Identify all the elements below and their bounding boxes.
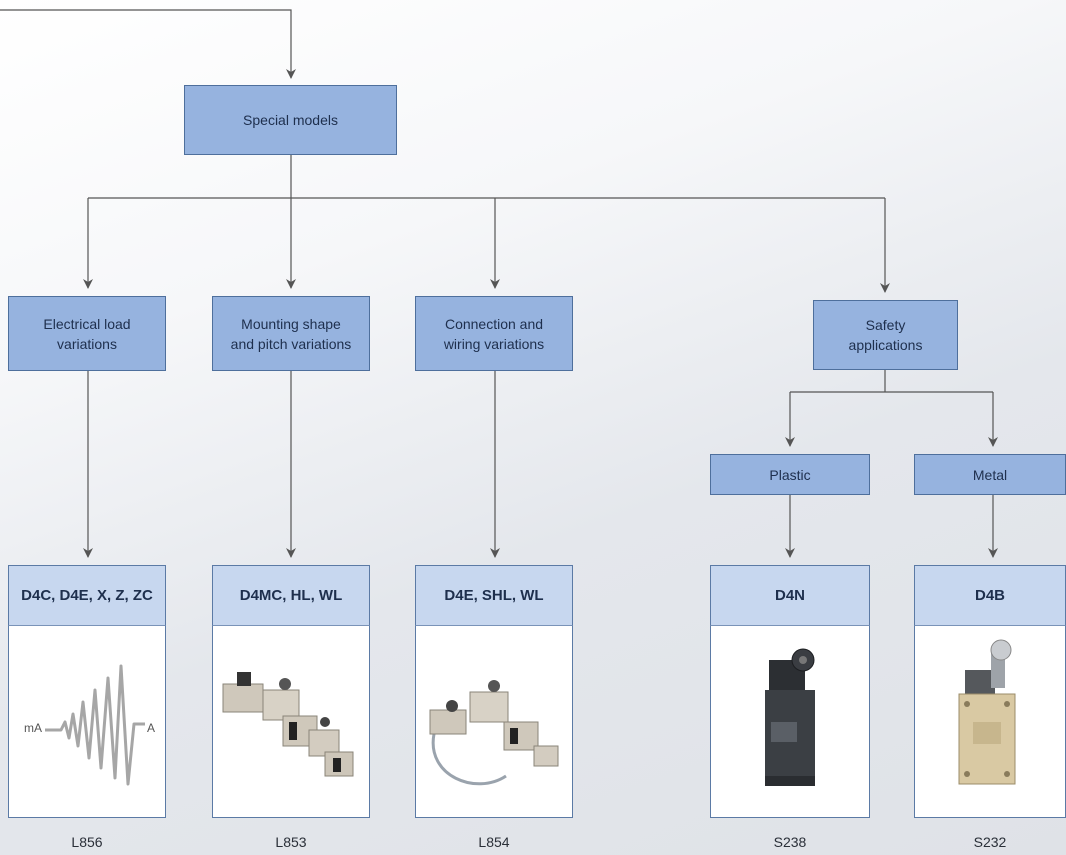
model-image-1: mA A [8, 626, 166, 818]
model-image-4 [710, 626, 870, 818]
plastic-safety-switch-photo [765, 648, 815, 786]
waveform-label-right: A [147, 721, 156, 735]
category-electrical-load: Electrical load variations [8, 296, 166, 371]
waveform-label-left: mA [24, 721, 42, 735]
limit-switch-group-photo [222, 672, 354, 777]
model-header-1: D4C, D4E, X, Z, ZC [8, 565, 166, 626]
model-header-3: D4E, SHL, WL [415, 565, 573, 626]
waveform-icon [45, 664, 145, 786]
category-mounting-shape: Mounting shape and pitch variations [212, 296, 370, 371]
model-ref-3: L854 [478, 834, 510, 850]
root-box: Special models [184, 85, 397, 155]
model-ref-5: S232 [973, 834, 1007, 850]
category-safety-applications: Safety applications [813, 300, 958, 370]
model-ref-4: S238 [773, 834, 807, 850]
model-image-3 [415, 626, 573, 818]
model-ref-1: L856 [71, 834, 103, 850]
model-image-5 [914, 626, 1066, 818]
metal-safety-switch-photo [958, 639, 1016, 785]
model-header-4: D4N [710, 565, 870, 626]
model-header-5: D4B [914, 565, 1066, 626]
feed-line [0, 9, 296, 79]
wired-switch-group-photo [429, 680, 559, 786]
safety-metal-box: Metal [914, 454, 1066, 495]
model-ref-2: L853 [275, 834, 307, 850]
category-connection-wiring: Connection and wiring variations [415, 296, 573, 371]
model-header-2: D4MC, HL, WL [212, 565, 370, 626]
safety-plastic-box: Plastic [710, 454, 870, 495]
model-image-2 [212, 626, 370, 818]
